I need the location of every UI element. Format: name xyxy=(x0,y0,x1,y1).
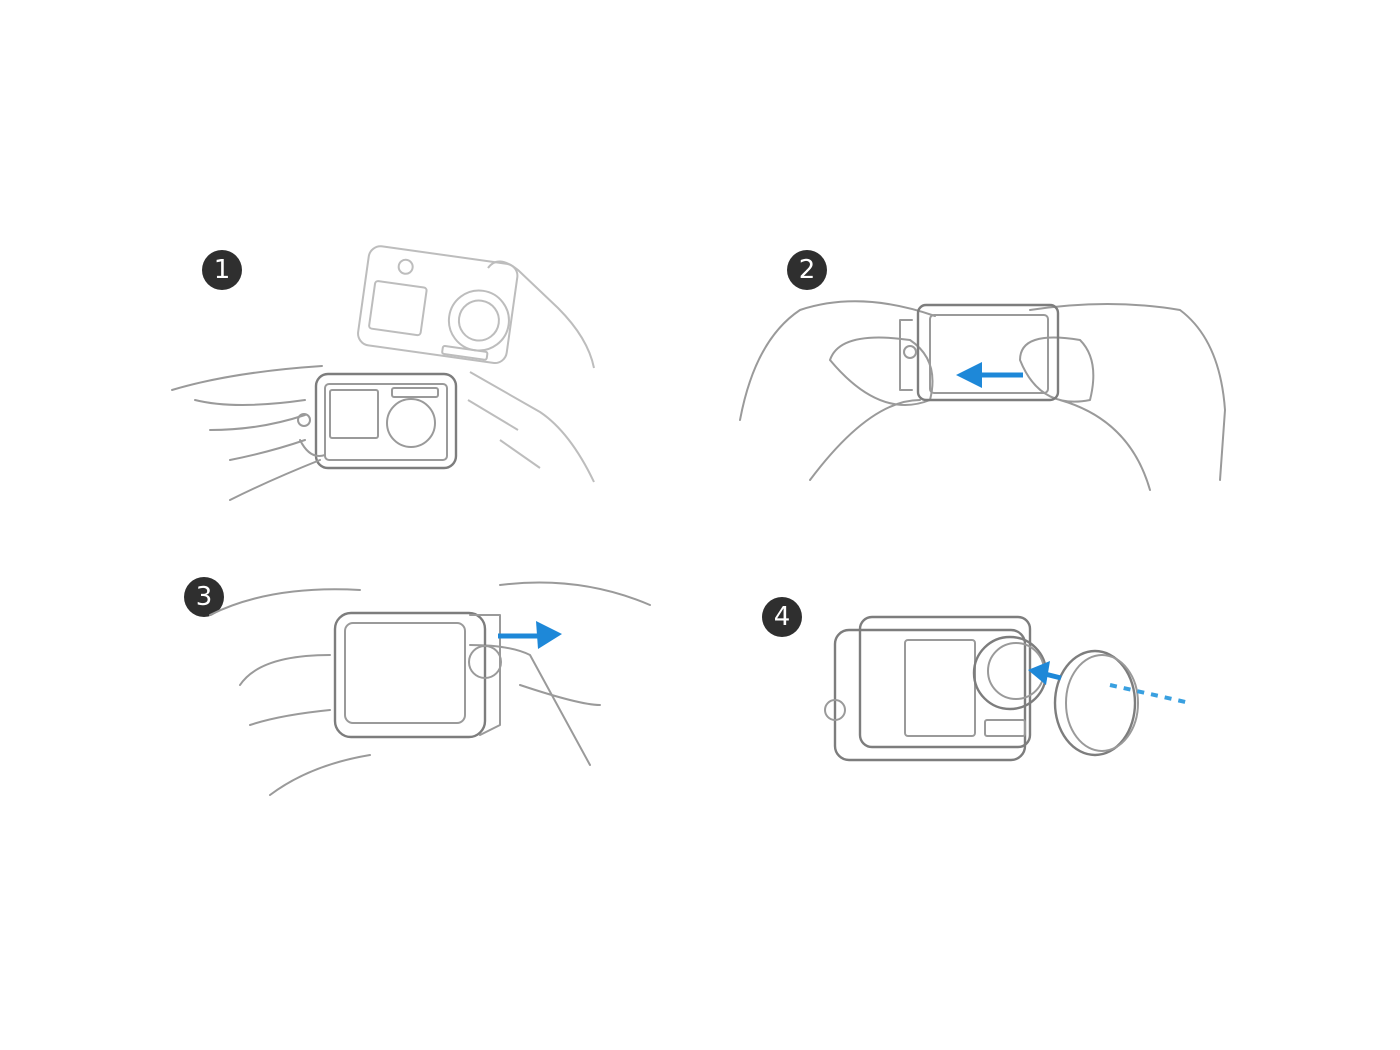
step-4-illustration xyxy=(824,615,1191,762)
step-1-illustration xyxy=(171,245,595,501)
step-number-badge: 3 xyxy=(184,577,224,617)
arrow-left-icon xyxy=(1028,661,1062,685)
arrow-left-icon xyxy=(956,362,1023,388)
arrow-right-icon xyxy=(498,621,562,649)
camera-back-icon xyxy=(357,245,519,365)
step-number-badge: 2 xyxy=(787,250,827,290)
step-2-panel: 2 xyxy=(700,0,1400,525)
step-4-panel: 4 xyxy=(700,525,1400,1050)
step-2-illustration xyxy=(739,300,1226,491)
step-number-badge: 4 xyxy=(762,597,802,637)
step-1-panel: 1 xyxy=(0,0,700,525)
step-3-illustration xyxy=(209,581,651,796)
step-number-badge: 1 xyxy=(202,250,242,290)
step-3-panel: 3 xyxy=(0,525,700,1050)
dotted-guide-line xyxy=(1109,683,1191,705)
